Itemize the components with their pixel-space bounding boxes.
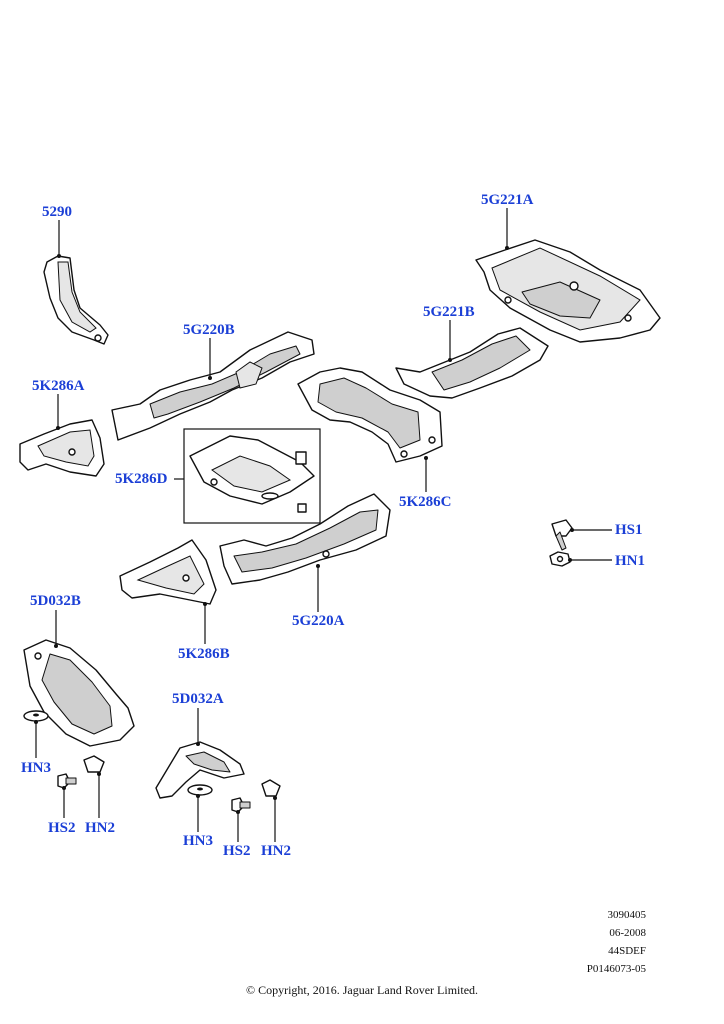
- fastener-HN3-right: [187, 784, 213, 796]
- part-5D032B-shield: [23, 639, 135, 747]
- part-5D032A-shield: [155, 741, 245, 799]
- callout-5290[interactable]: 5290: [42, 204, 72, 220]
- callout-5G220B[interactable]: 5G220B: [183, 322, 235, 338]
- copyright-notice: © Copyright, 2016. Jaguar Land Rover Lim…: [245, 983, 479, 997]
- reference-code-2: 44SDEF: [608, 945, 646, 957]
- callout-HS2-right[interactable]: HS2: [223, 843, 251, 859]
- part-5G220A-shield: [219, 493, 391, 585]
- callout-5G221B[interactable]: 5G221B: [423, 304, 475, 320]
- fastener-HN1: [549, 551, 571, 567]
- callout-5K286D[interactable]: 5K286D: [115, 471, 168, 487]
- callout-HS2-left[interactable]: HS2: [48, 820, 76, 836]
- callout-HN1[interactable]: HN1: [615, 553, 645, 569]
- callout-5G221A[interactable]: 5G221A: [481, 192, 534, 208]
- callout-5K286A[interactable]: 5K286A: [32, 378, 85, 394]
- callout-5K286B[interactable]: 5K286B: [178, 646, 230, 662]
- part-5K286D-inset: [183, 428, 321, 524]
- fastener-HS1: [551, 519, 573, 551]
- part-5G221A-shield: [475, 239, 661, 343]
- reference-code-3: P0146073-05: [586, 963, 646, 975]
- reference-date: 06-2008: [609, 927, 646, 939]
- callout-HN2-right[interactable]: HN2: [261, 843, 291, 859]
- callout-5K286C[interactable]: 5K286C: [399, 494, 452, 510]
- fastener-HS2-left: [57, 773, 77, 789]
- callout-5D032A[interactable]: 5D032A: [172, 691, 224, 707]
- part-5K286B-shield: [119, 539, 217, 605]
- callout-5D032B[interactable]: 5D032B: [30, 593, 81, 609]
- part-5290-shield: [43, 255, 109, 345]
- leader-lines: [34, 208, 612, 842]
- fastener-HN2-left: [83, 755, 105, 773]
- callout-HS1[interactable]: HS1: [615, 522, 643, 538]
- part-5K286A-shield: [19, 419, 105, 477]
- reference-code-1: 3090405: [607, 909, 647, 921]
- fastener-HS2-right: [231, 797, 251, 813]
- callout-HN2-left[interactable]: HN2: [85, 820, 115, 836]
- callout-HN3-left[interactable]: HN3: [21, 760, 51, 776]
- callout-HN3-right[interactable]: HN3: [183, 833, 213, 849]
- fastener-HN3-left: [23, 710, 49, 722]
- fastener-HN2-right: [261, 779, 281, 797]
- callout-5G220A[interactable]: 5G220A: [292, 613, 345, 629]
- part-5K286C-shield: [297, 367, 443, 463]
- part-5G220B-shield: [111, 331, 315, 441]
- part-5G221B-shield: [395, 327, 549, 399]
